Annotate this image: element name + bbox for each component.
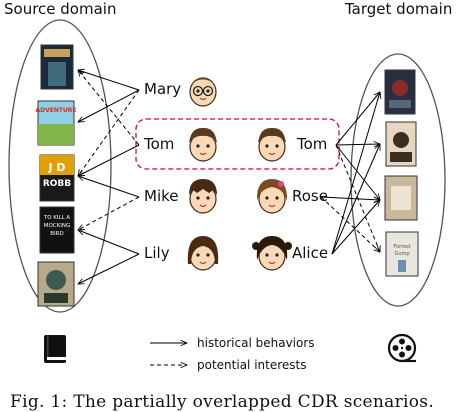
- movie-civil-war: [384, 69, 416, 115]
- tom-source-avatar: [189, 127, 217, 162]
- edge-mike-jd-robb: [78, 176, 140, 198]
- svg-text:Forrest: Forrest: [393, 244, 410, 250]
- edge-tom-harry-potter: [78, 70, 140, 146]
- user-label-rose: Rose: [292, 187, 328, 205]
- edge-lily-portrait: [78, 253, 140, 284]
- target-domain-ellipse: [350, 53, 446, 307]
- edge-tom-jd-robb: [78, 144, 140, 176]
- svg-text:MOCKING: MOCKING: [44, 223, 71, 229]
- lily-avatar: [187, 236, 219, 271]
- legend-potential-label: potential interests: [197, 358, 307, 372]
- movie-forrest-gump: Forrest Gump: [385, 231, 419, 277]
- edge-mike-mockingbird: [78, 196, 140, 230]
- tom-target-avatar: [258, 127, 286, 162]
- alice-avatar: [252, 236, 292, 271]
- book-to-kill-a-mockingbird: TO KILL A MOCKING BIRD: [39, 206, 75, 254]
- edge-mary-harry-potter: [78, 70, 140, 91]
- legend-historical-label: historical behaviors: [197, 336, 315, 350]
- svg-text:J D: J D: [47, 161, 65, 174]
- edge-tom-civil-war: [335, 92, 380, 146]
- user-label-tom-source: Tom: [144, 135, 175, 153]
- svg-text:Gump: Gump: [394, 251, 409, 257]
- rose-avatar: [256, 179, 288, 214]
- book-icon: [44, 335, 66, 363]
- user-label-alice: Alice: [292, 244, 329, 262]
- movie-home: [384, 175, 418, 221]
- target-domain-title: Target domain: [345, 0, 453, 18]
- svg-text:ROBB: ROBB: [43, 179, 71, 189]
- film-reel-icon: [387, 333, 417, 363]
- edge-tom-home: [335, 144, 380, 200]
- mary-avatar: [189, 77, 217, 107]
- svg-text:BIRD: BIRD: [50, 231, 63, 237]
- edge-alice-jobs: [331, 144, 380, 255]
- book-jd-robb: J D ROBB: [39, 154, 75, 202]
- user-label-lily: Lily: [144, 244, 170, 262]
- edge-rose-forrest-gump: [320, 196, 380, 252]
- mike-avatar: [189, 179, 217, 214]
- svg-text:TO KILL A: TO KILL A: [43, 215, 71, 221]
- book-harry-potter: [40, 44, 74, 90]
- book-adventure-time: ADVENTURE: [35, 100, 77, 146]
- edge-rose-home: [320, 196, 380, 200]
- user-label-tom-target: Tom: [297, 135, 328, 153]
- source-domain-title: Source domain: [4, 0, 117, 18]
- user-label-mike: Mike: [144, 187, 179, 205]
- edge-lily-mockingbird: [78, 230, 140, 255]
- figure-caption: Fig. 1: The partially overlapped CDR sce…: [10, 392, 435, 412]
- edge-mary-jd-robb: [78, 89, 140, 176]
- edge-mary-adventure-time: [78, 89, 140, 122]
- user-label-mary: Mary: [144, 80, 182, 98]
- svg-text:ADVENTURE: ADVENTURE: [35, 107, 76, 114]
- overlapping-user-box: [135, 118, 340, 170]
- source-domain-ellipse: [8, 19, 112, 313]
- book-portrait: [37, 261, 75, 307]
- edge-alice-civil-war: [331, 92, 380, 255]
- movie-jobs: [385, 121, 417, 167]
- edge-tom-jobs: [335, 144, 380, 145]
- edge-alice-home: [331, 200, 380, 255]
